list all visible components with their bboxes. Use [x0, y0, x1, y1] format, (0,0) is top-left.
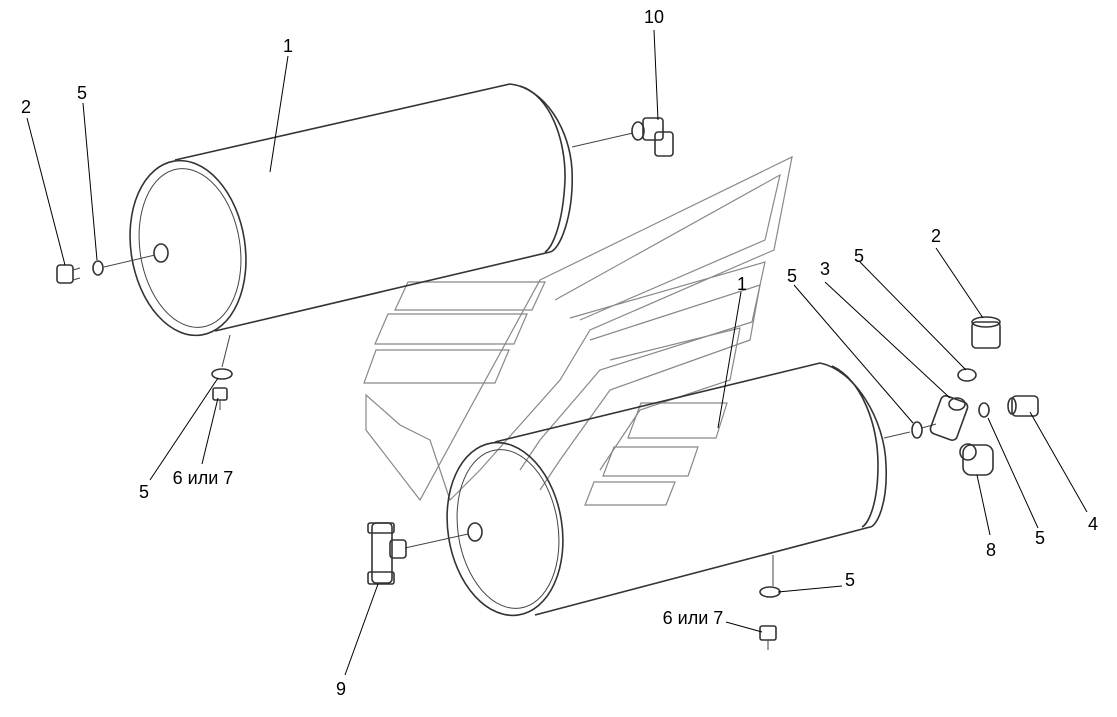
fittings-right: [883, 316, 1039, 476]
leader-lines: [26, 29, 1088, 676]
plug-top-left: [56, 254, 156, 284]
callout-valve-bottom: 6 или 7: [663, 608, 724, 628]
callout-elbow-top: 10: [644, 7, 664, 27]
callout-fitting-right: 4: [1088, 514, 1098, 534]
callout-washer-left-top: 5: [77, 83, 87, 103]
tank-top: [129, 83, 573, 337]
callout-washer-left-bottom: 5: [139, 482, 149, 502]
callout-tee-left: 9: [336, 679, 346, 699]
callout-washer-right-b: 5: [854, 246, 864, 266]
callout-washer-bottom: 5: [845, 570, 855, 590]
drain-valve-top-tank: [211, 334, 233, 410]
callout-washer-right-c: 5: [1035, 528, 1045, 548]
elbow-fitting-top: [571, 117, 674, 157]
tank-bottom: [446, 362, 887, 617]
tee-fitting-left: [367, 522, 469, 585]
callout-tee-right: 3: [820, 259, 830, 279]
callout-plug-right: 2: [931, 226, 941, 246]
callout-washer-right-a: 5: [787, 266, 797, 286]
drain-valve-bottom-tank: [759, 555, 781, 650]
callout-plug-left: 2: [21, 97, 31, 117]
callout-cap-right: 8: [986, 540, 996, 560]
callout-valve-left: 6 или 7: [173, 468, 234, 488]
callout-tank-bottom: 1: [737, 274, 747, 294]
watermark-logo: [363, 155, 793, 506]
callout-tank-top: 1: [283, 36, 293, 56]
